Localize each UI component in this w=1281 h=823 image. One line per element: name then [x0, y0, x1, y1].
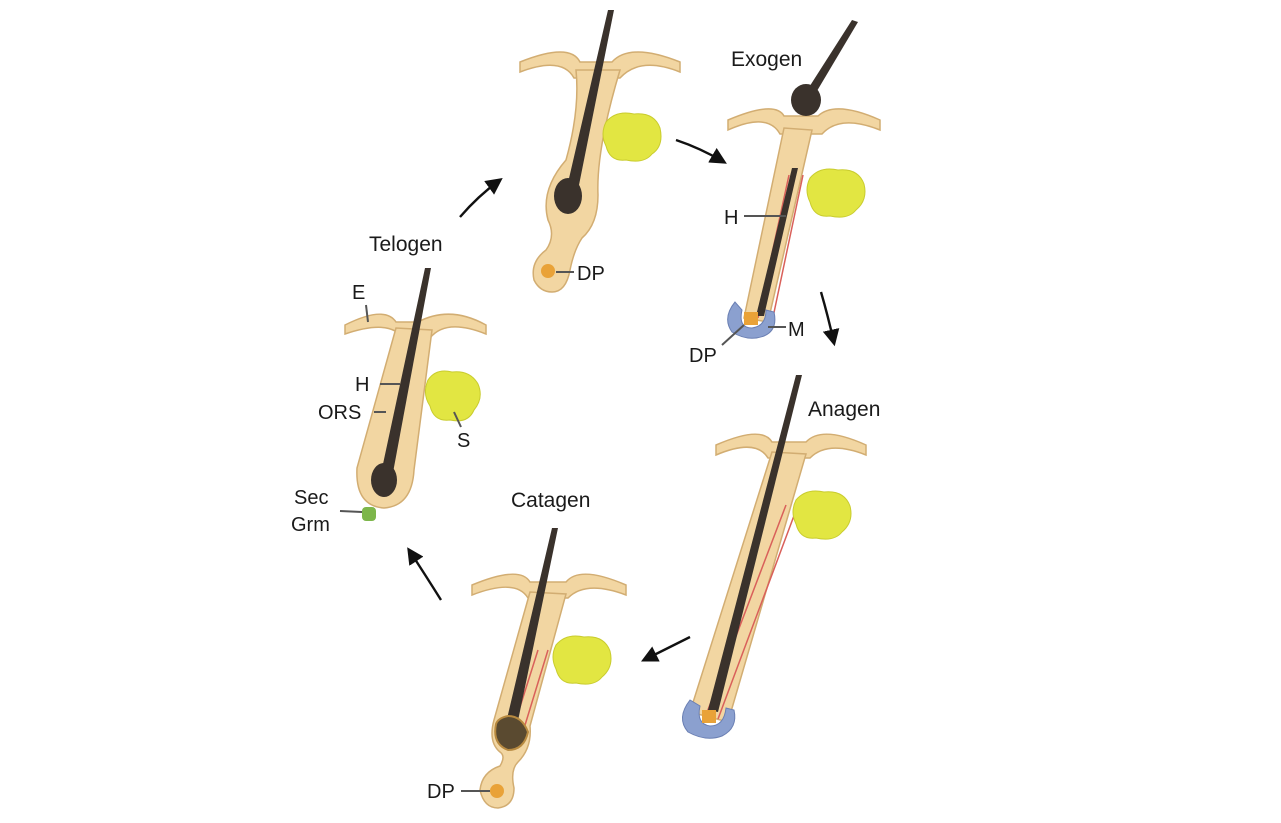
catagen-papilla [490, 784, 504, 798]
exogen-new-hair [756, 168, 798, 316]
exogen-epidermis [727, 108, 881, 135]
early-anagen-gland [602, 112, 662, 162]
anagen-papilla [702, 710, 716, 723]
catagen-epidermis [471, 573, 627, 599]
exogen-shed-club [791, 84, 821, 116]
catagen-follicle [471, 528, 627, 809]
arrow-exogen-to-anagen [819, 291, 840, 347]
early-anagen-club [554, 178, 582, 214]
leader-exogen-dp [721, 324, 745, 346]
arrow-anagen-to-catagen [640, 635, 691, 662]
telogen-gland [424, 370, 481, 422]
exogen-gland [806, 168, 866, 218]
telogen-sec-germ [362, 507, 376, 521]
stage-label-telogen: Telogen [369, 233, 443, 256]
arrow-early-anagen-to-exogen [675, 138, 727, 164]
exogen-follicle [727, 20, 881, 339]
anagen-follicle [682, 375, 867, 739]
stage-label-exogen: Exogen [731, 48, 802, 71]
label-grm: Grm [291, 514, 330, 536]
label-exogen-h: H [724, 207, 738, 229]
stage-label-catagen: Catagen [511, 489, 590, 512]
leader-sec-grm [339, 510, 363, 513]
leader-s [453, 411, 462, 428]
telogen-hair-shaft [380, 268, 431, 478]
label-sec: Sec [294, 487, 328, 509]
arrow-telogen-to-early-anagen [459, 178, 503, 218]
exogen-papilla [744, 312, 758, 325]
label-early-anagen-dp: DP [577, 263, 605, 285]
anagen-gland [792, 490, 852, 540]
anagen-matrix [682, 699, 736, 739]
label-exogen-m: M [788, 319, 805, 341]
telogen-follicle [344, 268, 487, 521]
label-e: E [352, 282, 365, 304]
stage-label-anagen: Anagen [808, 398, 880, 421]
early-anagen-follicle [519, 10, 681, 293]
catagen-hair-shaft [502, 528, 558, 740]
anagen-epidermis [715, 433, 867, 459]
label-exogen-dp: DP [689, 345, 717, 367]
leader-e [365, 304, 369, 323]
telogen-club [371, 463, 397, 497]
arrow-catagen-to-telogen [407, 547, 443, 601]
early-anagen-papilla [541, 264, 555, 278]
label-s: S [457, 430, 470, 452]
label-catagen-dp: DP [427, 781, 455, 803]
catagen-regressing-bulb [494, 714, 530, 752]
catagen-gland [552, 635, 612, 685]
early-anagen-hair-shaft [564, 10, 614, 200]
catagen-body [479, 591, 567, 809]
anagen-hair-shaft [708, 375, 802, 712]
label-telogen-h: H [355, 374, 369, 396]
label-ors: ORS [318, 402, 361, 424]
exogen-shed-hair [806, 20, 858, 96]
